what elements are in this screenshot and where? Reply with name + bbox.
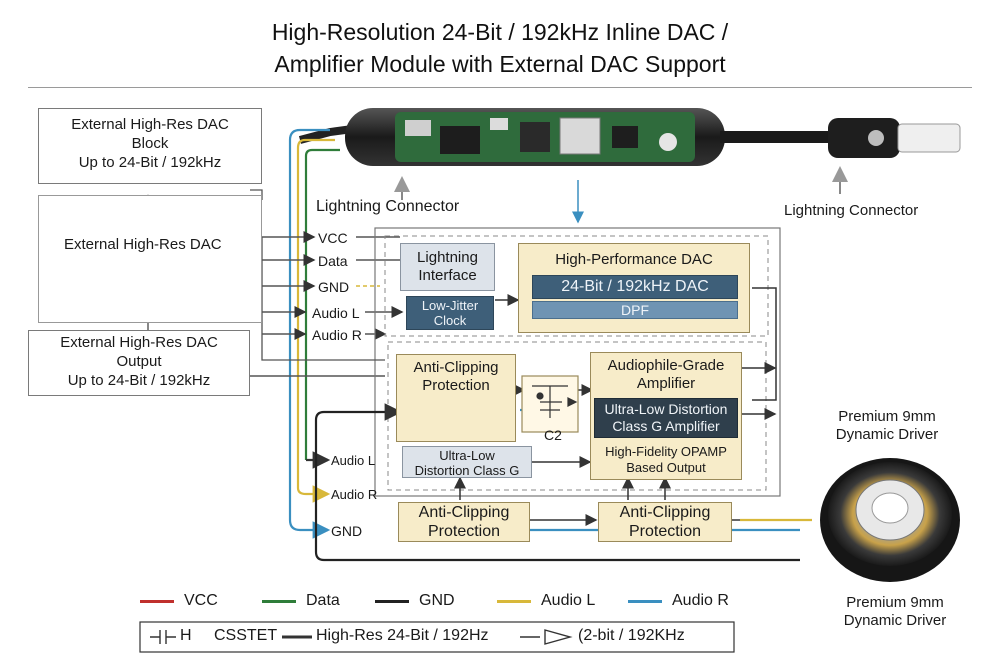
footer-text-4: (2-bit / 192KHz [578,627,685,644]
external-dac-output: External High-Res DAC Output Up to 24-Bi… [28,330,250,396]
low-jitter-clock-block: Low-Jitter Clock [406,296,494,330]
legend-audio-r: Audio R [628,592,729,610]
signal-gnd: GND [318,279,350,295]
title-line-1: High-Resolution 24-Bit / 192kHz Inline D… [271,19,729,45]
anti-clipping-main-block: Anti-Clipping Protection [396,354,516,442]
lightning-connector-label-left: Lightning Connector [316,198,460,215]
amplifier-title-line-1: Audiophile-Grade [607,357,725,374]
driver-bottom-line-1: Premium 9mm [846,594,944,611]
driver-bottom-line-2: Dynamic Driver [843,612,947,629]
legend-gnd: GND [375,592,455,610]
c2-switch-schematic [521,375,579,433]
lightning-connector-label-right: Lightning Connector [784,202,919,219]
signal-audio-l-bottom: Audio L [331,453,376,468]
lightning-interface-line-1: Lightning [417,249,478,266]
external-dac-panel [38,195,262,323]
driver-label-top: Premium 9mm Dynamic Driver [812,408,962,444]
external-dac-output-line-1: External High-Res DAC [60,334,218,351]
legend-vcc-label: VCC [184,592,218,609]
external-dac-output-line-2: Output [116,353,162,370]
ultra-low-distortion-line-1: Ultra-Low [439,448,495,463]
dpf-bar: DPF [532,301,738,319]
anti-clipping-1-line-2: Protection [427,523,501,540]
anti-clipping-block-2: Anti-Clipping Protection [598,502,732,542]
driver-top-line-1: Premium 9mm [838,408,936,425]
signal-audio-l: Audio L [312,305,360,321]
anti-clipping-main-line-1: Anti-Clipping [413,359,499,376]
opamp-output-label: High-Fidelity OPAMP Based Output [594,444,738,478]
lightning-interface-line-2: Interface [418,267,477,284]
external-dac-block: External High-Res DAC Block Up to 24-Bit… [38,108,262,184]
signal-data: Data [318,253,348,269]
legend-audio-r-swatch [628,599,662,603]
title-line-2: Amplifier Module with External DAC Suppo… [274,51,726,77]
anti-clipping-1-line-1: Anti-Clipping [418,504,510,521]
driver-top-line-2: Dynamic Driver [835,426,939,443]
legend-audio-l-label: Audio L [541,592,596,609]
legend-gnd-swatch [375,599,409,603]
footer-text-1: H [180,627,192,644]
opamp-output-line-2: Based Output [626,460,706,475]
opamp-output-line-1: High-Fidelity OPAMP [605,444,727,459]
signal-audio-r: Audio R [312,327,362,343]
legend-gnd-label: GND [419,592,455,609]
class-g-amplifier-line-2: Class G Amplifier [612,418,720,434]
ultra-low-distortion-line-2: Distortion Class G [414,463,520,478]
speaker-graphic [820,458,960,582]
legend-vcc-swatch [140,599,174,603]
low-jitter-clock-line-2: Clock [433,313,467,328]
legend-data-label: Data [306,592,340,609]
legend-audio-r-label: Audio R [672,592,729,609]
signal-audio-r-bottom: Audio R [331,487,378,502]
class-g-amplifier-line-1: Ultra-Low Distortion [604,401,728,417]
signal-vcc: VCC [318,230,348,246]
anti-clipping-2-line-2: Protection [628,523,702,540]
low-jitter-clock-line-1: Low-Jitter [421,298,479,313]
high-performance-dac-title: High-Performance DAC [555,251,713,268]
legend-vcc: VCC [140,592,218,610]
legend-data: Data [262,592,340,610]
external-dac-output-line-3: Up to 24-Bit / 192kHz [67,372,211,389]
ultra-low-distortion-block: Ultra-Low Distortion Class G [402,446,532,478]
legend-data-swatch [262,599,296,603]
external-dac-block-line-1: External High-Res DAC [71,116,229,133]
title-divider [28,87,972,88]
external-dac-block-line-2: Block [131,135,169,152]
footer-text-3: High-Res 24-Bit / 192Hz [316,627,489,644]
inline-dac-cable [298,108,961,166]
amplifier-title-line-2: Amplifier [636,375,696,392]
class-g-amplifier-block: Ultra-Low Distortion Class G Amplifier [594,398,738,438]
legend-audio-l-swatch [497,599,531,603]
dac-spec-bar: 24-Bit / 192kHz DAC [532,275,738,299]
signal-gnd-bottom: GND [331,523,363,539]
anti-clipping-main-line-2: Protection [422,377,490,394]
c2-label: C2 [544,427,562,443]
external-dac-block-line-3: Up to 24-Bit / 192kHz [78,154,222,171]
anti-clipping-2-line-1: Anti-Clipping [619,504,711,521]
lightning-interface-block: Lightning Interface [400,243,495,291]
external-dac-chip-label: External High-Res DAC [64,236,222,253]
anti-clipping-block-1: Anti-Clipping Protection [398,502,530,542]
legend-audio-l: Audio L [497,592,595,610]
driver-label-bottom: Premium 9mm Dynamic Driver [820,594,970,630]
footer-text-2: CSSTET [214,627,278,644]
